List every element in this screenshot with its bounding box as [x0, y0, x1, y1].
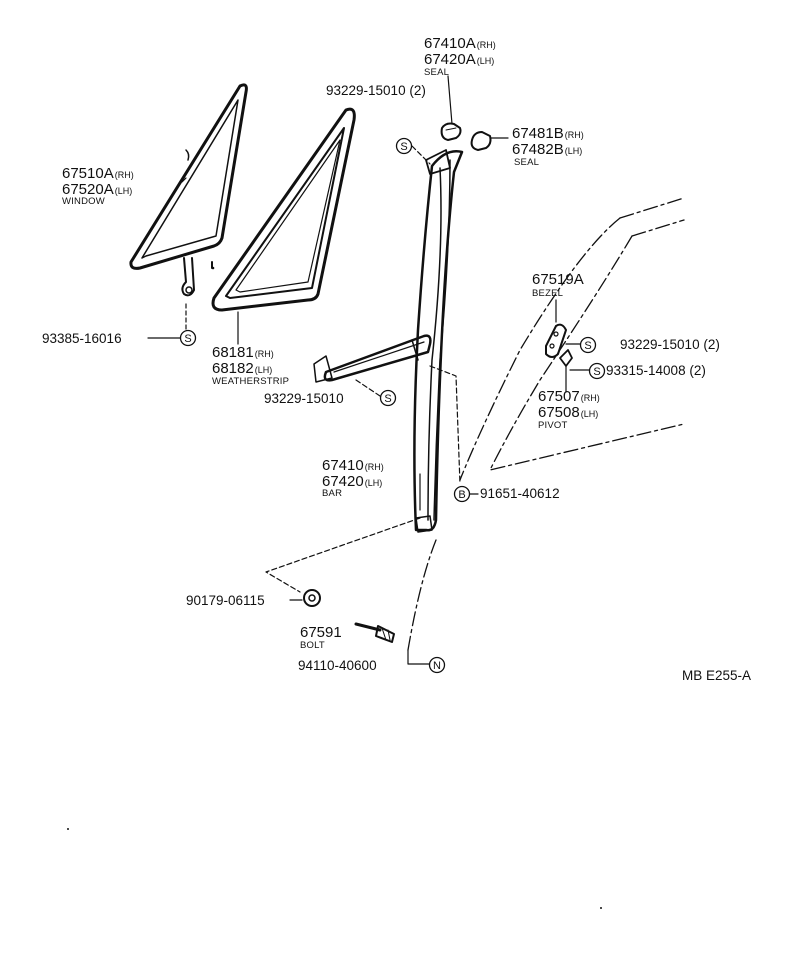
symbol-markers: [179, 137, 606, 674]
label-67482B: 67482B(LH): [512, 141, 583, 158]
desc-weatherstrip: WEATHERSTRIP: [212, 376, 290, 387]
division-bar: [313, 149, 464, 533]
s-symbol-pivot: [588, 362, 606, 380]
label-67410A: 67410A(RH): [424, 35, 496, 52]
s-letter: S: [593, 366, 600, 378]
right-seal: [470, 131, 492, 151]
s-letter: S: [584, 340, 591, 352]
n-symbol: [428, 656, 446, 674]
b-letter: B: [458, 489, 465, 501]
nut: [303, 589, 321, 607]
label-90179-06115: 90179-06115: [186, 593, 265, 608]
scan-specks: [67, 266, 602, 909]
label-67508: 67508(LH): [538, 404, 599, 421]
label-67410: 67410(RH): [322, 457, 384, 474]
desc-seal-top: SEAL: [424, 67, 450, 78]
leader-lines: [147, 75, 591, 665]
label-93315-14008: 93315-14008 (2): [606, 363, 706, 378]
label-68182: 68182(LH): [212, 360, 273, 377]
s-letter: S: [384, 393, 391, 405]
desc-pivot: PIVOT: [538, 420, 568, 431]
label-67481B: 67481B(RH): [512, 125, 584, 142]
s-symbol-bezel: [579, 336, 597, 354]
label-91651-40612: 91651-40612: [480, 486, 560, 501]
top-seal: [440, 122, 462, 141]
label-93385-16016: 93385-16016: [42, 331, 122, 346]
desc-window: WINDOW: [62, 196, 105, 207]
label-93229-15010-right: 93229-15010 (2): [620, 337, 720, 352]
label-67420: 67420(LH): [322, 473, 383, 490]
label-94110-40600: 94110-40600: [298, 658, 377, 673]
s-symbol-window: [179, 329, 197, 347]
desc-seal-right: SEAL: [514, 157, 540, 168]
bezel-pivot: [545, 323, 573, 367]
label-67591: 67591: [300, 624, 342, 641]
label-67507: 67507(RH): [538, 388, 600, 405]
desc-bar: BAR: [322, 488, 343, 499]
s-letter: S: [400, 141, 407, 153]
door-outline: [407, 197, 685, 651]
label-67510A: 67510A(RH): [62, 165, 134, 182]
label-93229-15010-mid: 93229-15010: [264, 391, 344, 406]
label-67520A: 67520A(LH): [62, 181, 133, 198]
label-67519A: 67519A: [532, 271, 584, 288]
bolt: [354, 622, 395, 643]
label-67420A: 67420A(LH): [424, 51, 495, 68]
quarter-window-glass: [129, 83, 248, 297]
figure-code: MB E255-A: [682, 668, 752, 683]
symbol-letters: S S S S S B N: [184, 141, 600, 672]
weatherstrip: [211, 107, 356, 312]
n-letter: N: [433, 660, 441, 672]
s-symbol-mid: [379, 389, 397, 407]
b-symbol: [453, 485, 471, 503]
s-letter: S: [184, 333, 191, 345]
desc-bezel: BEZEL: [532, 288, 564, 299]
desc-bolt: BOLT: [300, 640, 325, 651]
label-93229-15010-top: 93229-15010 (2): [326, 83, 426, 98]
s-symbol-top: [395, 137, 413, 155]
label-68181: 68181(RH): [212, 344, 274, 361]
